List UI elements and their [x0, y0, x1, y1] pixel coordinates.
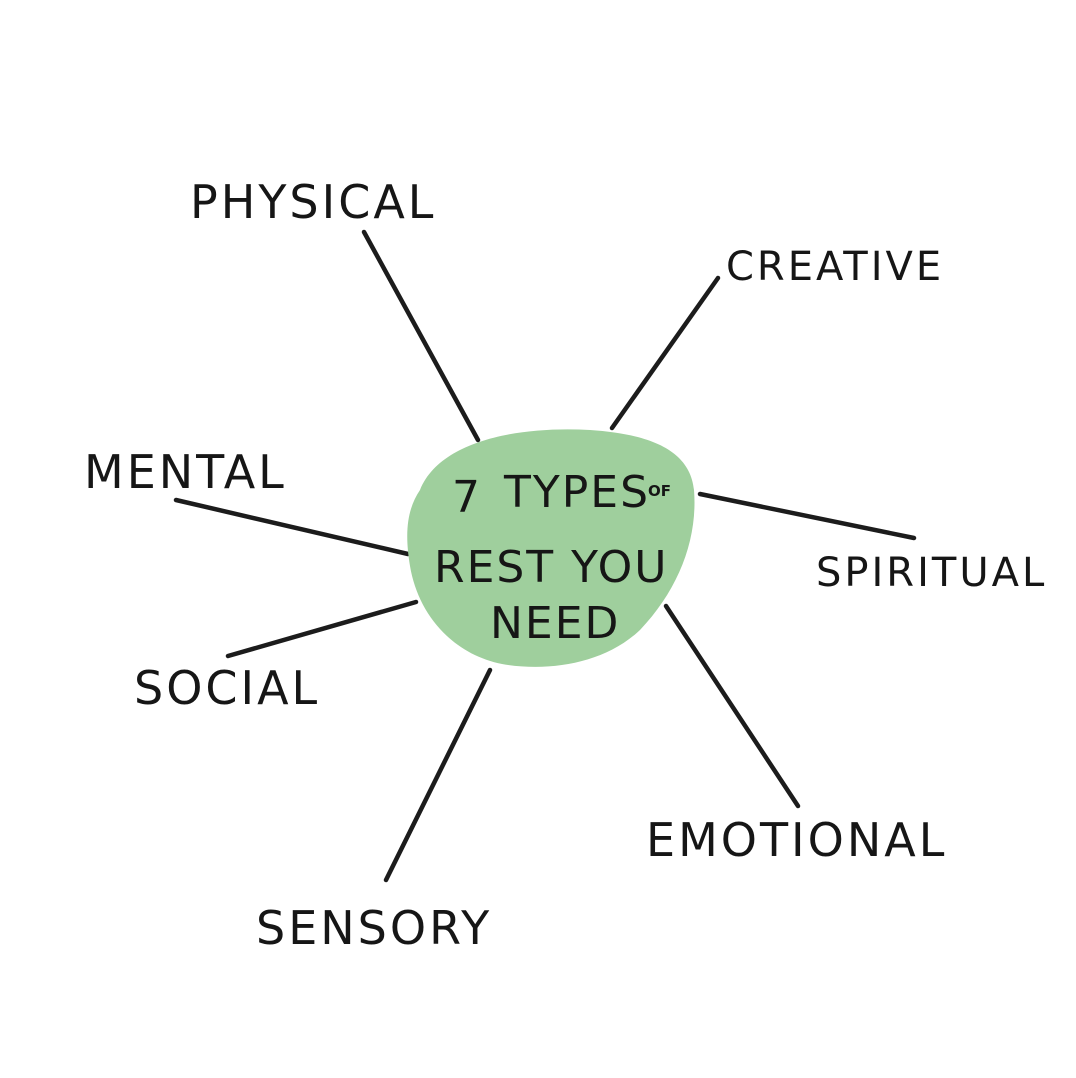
label-spiritual: SPIRITUAL — [816, 550, 1047, 596]
spoke-emotional — [663, 603, 801, 809]
label-creative: CREATIVE — [726, 244, 944, 290]
spoke-sensory — [383, 667, 493, 883]
center-title-of: OF — [648, 482, 671, 500]
label-emotional: EMOTIONAL — [646, 813, 947, 867]
label-social: SOCIAL — [134, 661, 320, 715]
spoke-physical — [361, 229, 481, 443]
label-physical: PHYSICAL — [190, 175, 436, 229]
spoke-social — [225, 599, 419, 659]
spoke-creative — [609, 275, 721, 431]
center-title-types: TYPES — [503, 467, 650, 518]
center-title-line3: NEED — [490, 598, 620, 649]
center-title-line2: REST YOU — [434, 542, 668, 593]
label-sensory: SENSORY — [256, 901, 492, 955]
center-title-number: 7 — [452, 472, 482, 523]
label-mental: MENTAL — [84, 445, 287, 499]
spoke-mental — [173, 497, 411, 557]
spoke-spiritual — [697, 491, 917, 541]
center-blob — [407, 429, 695, 667]
